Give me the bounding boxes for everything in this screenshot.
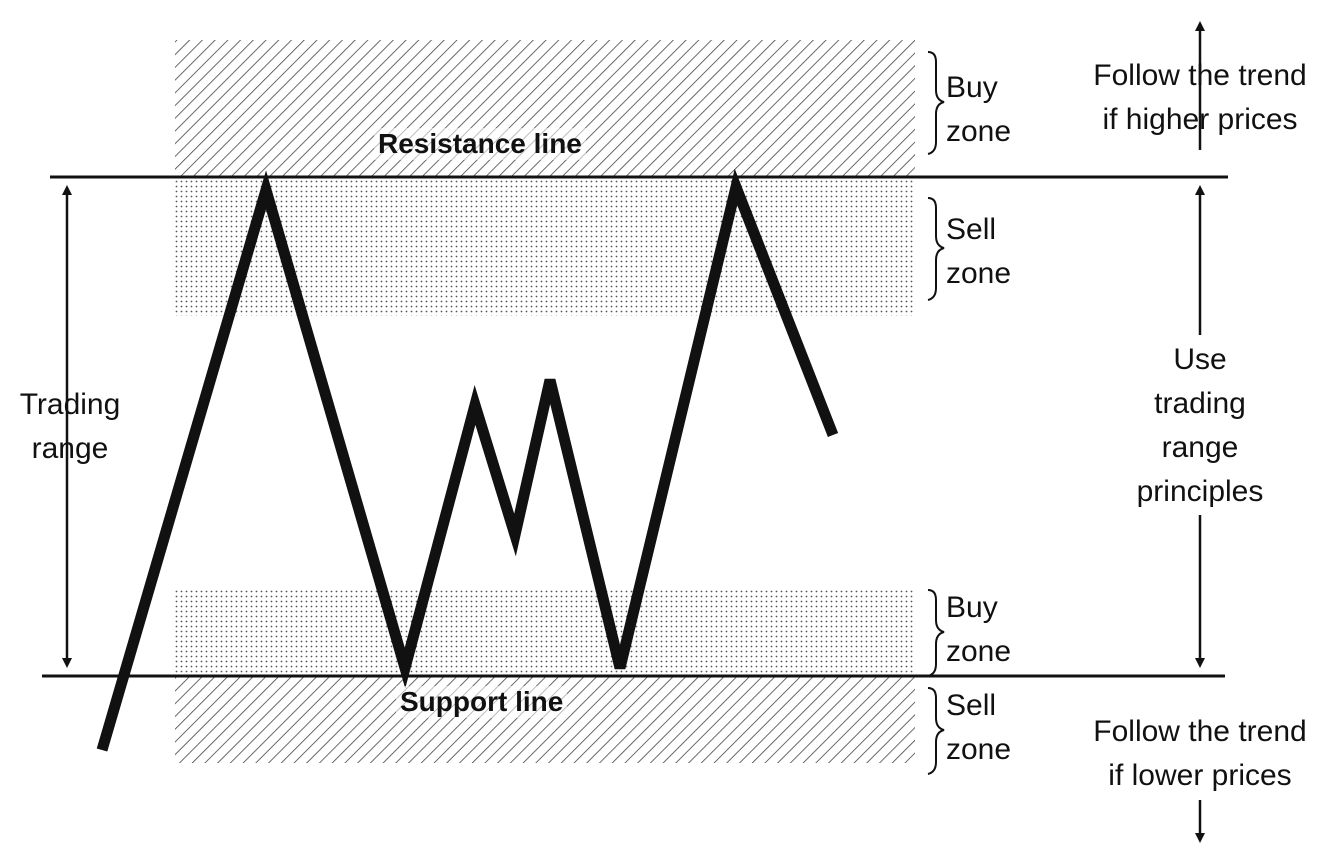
- higher-prices-line-1: Follow the trend: [1093, 59, 1307, 92]
- bottom-buy-zone: [175, 588, 915, 674]
- brace-bottom-sell: [927, 687, 945, 775]
- trading-range-label-line-1: Trading: [19, 388, 121, 421]
- brace-top-sell: [927, 197, 945, 301]
- zone-label-line: Buy: [946, 71, 998, 104]
- higher-prices-label: Follow the trend if higher prices: [1050, 54, 1339, 142]
- bottom-sell-zone-label: Sell zone: [946, 684, 1011, 772]
- support-line-label: Support line: [396, 686, 568, 718]
- top-sell-zone-label: Sell zone: [946, 208, 1011, 296]
- trading-range-label-line-2: range: [31, 432, 109, 465]
- bottom-buy-zone-label: Buy zone: [946, 586, 1011, 674]
- zone-label-line: zone: [946, 635, 1012, 668]
- zone-label-line: zone: [946, 733, 1012, 766]
- range-principles-line-3: range: [1161, 431, 1239, 464]
- trading-range-label: Trading range: [0, 383, 140, 471]
- zone-label-line: Sell: [946, 689, 997, 722]
- brace-top-buy: [927, 51, 945, 155]
- zone-label-line: Sell: [946, 213, 997, 246]
- lower-prices-line-1: Follow the trend: [1093, 715, 1307, 748]
- lower-prices-line-2: if lower prices: [1108, 759, 1292, 792]
- zone-label-line: Buy: [946, 591, 998, 624]
- range-principles-line-2: trading: [1154, 387, 1246, 420]
- range-principles-line-4: principles: [1136, 475, 1264, 508]
- range-principles-label: Use trading range principles: [1100, 338, 1300, 514]
- resistance-line-label: Resistance line: [374, 128, 586, 160]
- lower-prices-label: Follow the trend if lower prices: [1050, 710, 1339, 798]
- price-path: [96, 168, 839, 752]
- zone-label-line: zone: [946, 115, 1012, 148]
- top-buy-zone-label: Buy zone: [946, 66, 1011, 154]
- brace-bottom-buy: [927, 589, 945, 677]
- zone-label-line: zone: [946, 257, 1012, 290]
- range-principles-line-1: Use: [1173, 343, 1227, 376]
- higher-prices-line-2: if higher prices: [1102, 103, 1298, 136]
